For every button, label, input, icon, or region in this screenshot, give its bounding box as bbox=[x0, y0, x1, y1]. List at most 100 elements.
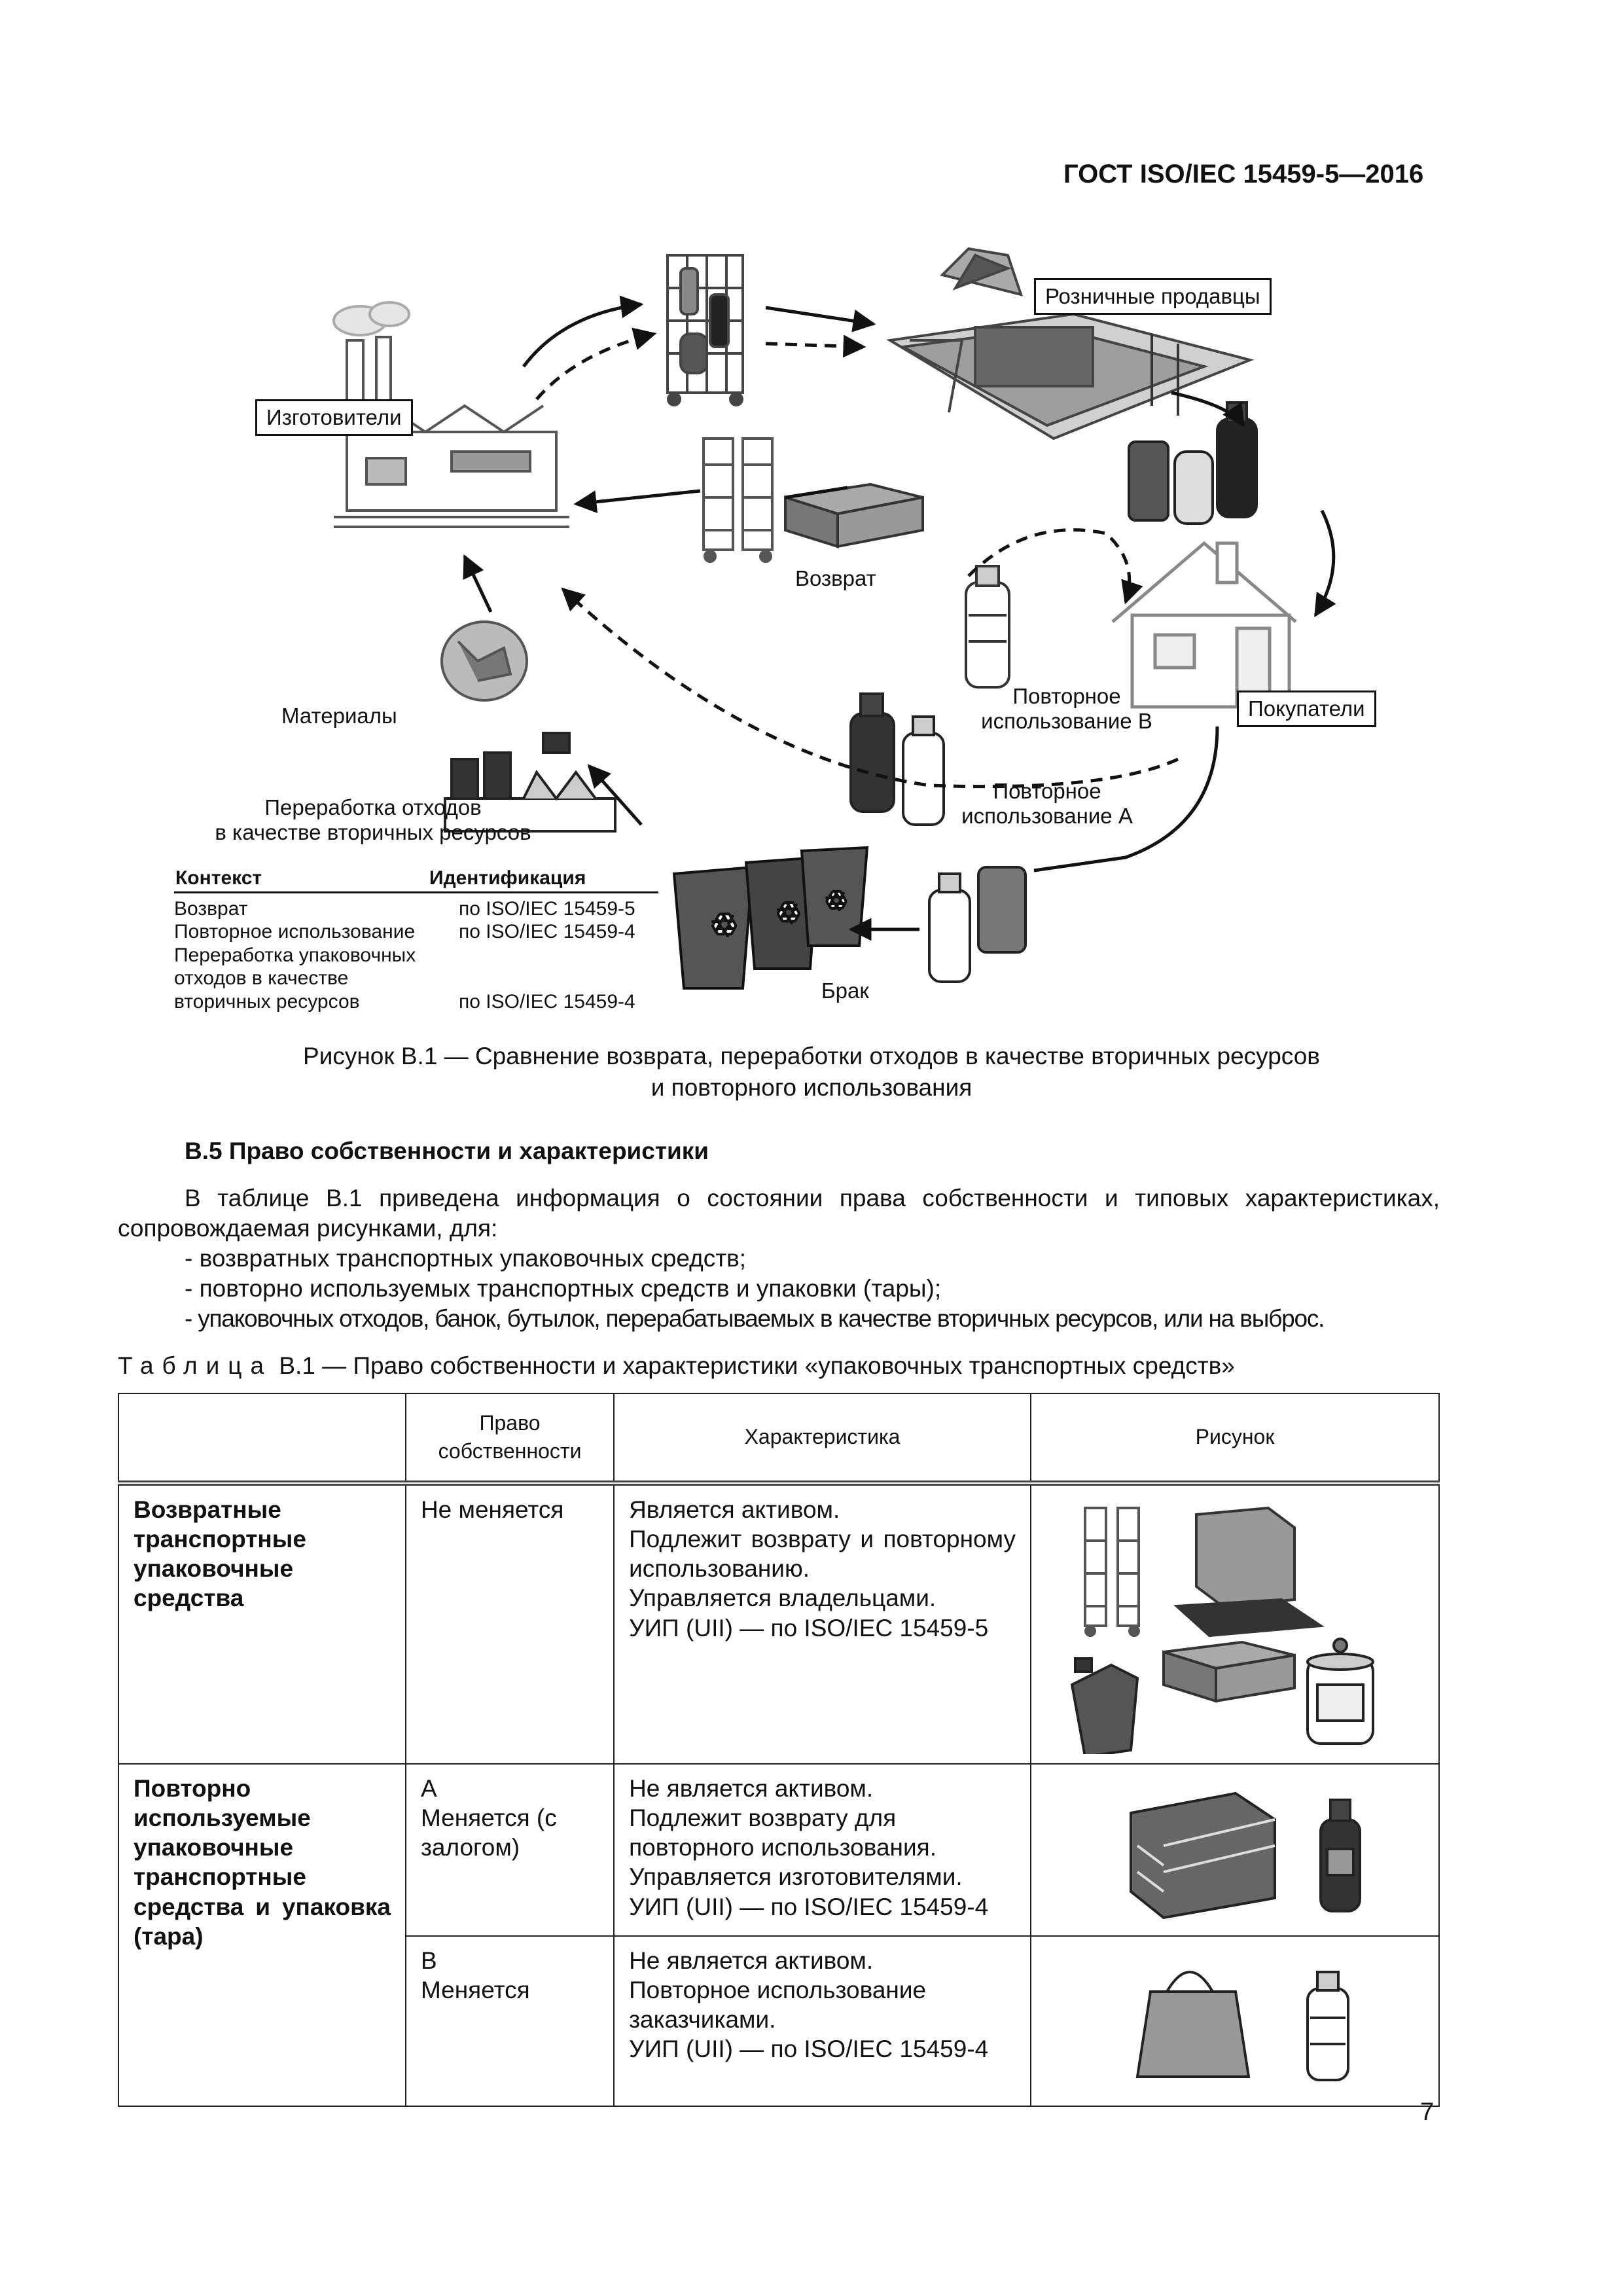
legend-row: Повторное использование по ISO/IEC 15459… bbox=[174, 920, 658, 943]
store-icon bbox=[886, 247, 1255, 440]
recycling-plant-icon bbox=[444, 732, 616, 833]
list-item: - возвратных транспортных упаковочных ср… bbox=[185, 1244, 747, 1272]
table-row: Возвратные транспортные упаковочные сред… bbox=[118, 1482, 1440, 1765]
jerrycan-icon bbox=[1070, 1657, 1139, 1754]
section-body: В таблице В.1 приведена информация о сос… bbox=[118, 1183, 1440, 1333]
header-characteristic: Характеристика bbox=[613, 1393, 1031, 1484]
list-item: - упаковочных отходов, банок, бутылок, п… bbox=[185, 1304, 1325, 1332]
customers-label: Покупатели bbox=[1237, 691, 1376, 727]
table-row: Повторно используемые упаковочные трансп… bbox=[118, 1763, 1440, 2107]
table-caption-text: В.1 — Право собственности и характеристи… bbox=[279, 1352, 1235, 1379]
reuse-b-label: Повторное использование B bbox=[969, 684, 1165, 734]
retailers-label: Розничные продавцы bbox=[1034, 278, 1272, 315]
characteristic-line: УИП (UII) — по ISO/IEC 15459-4 bbox=[629, 1893, 989, 1920]
drum-icon bbox=[1306, 1638, 1374, 1745]
header-picture: Рисунок bbox=[1029, 1393, 1440, 1484]
characteristic-line: УИП (UII) — по ISO/IEC 15459-5 bbox=[629, 1614, 989, 1641]
list-item: - повторно используемых транспортных сре… bbox=[185, 1274, 942, 1302]
recycling-label-line1: Переработка отходов bbox=[264, 795, 482, 819]
table-caption: Таблица В.1 — Право собственности и хара… bbox=[118, 1352, 1235, 1380]
figure-caption-line2: и повторного использования bbox=[651, 1074, 972, 1102]
header-ownership: Право собственности bbox=[404, 1393, 615, 1484]
scrap-items-icon bbox=[928, 866, 1027, 983]
svg-text:♻: ♻ bbox=[776, 897, 801, 930]
table-header-row: Право собственности Характеристика Рисун… bbox=[118, 1393, 1440, 1484]
reuse-a-label-line2: использование A bbox=[961, 803, 1133, 828]
document-code-header: ГОСТ ISO/IEC 15459-5—2016 bbox=[1063, 160, 1424, 188]
reuse-a-label: Повторное использование A bbox=[942, 779, 1152, 829]
section-heading: В.5 Право собственности и характеристики bbox=[185, 1138, 709, 1164]
bullet-list: - возвратных транспортных упаковочных ср… bbox=[118, 1244, 1440, 1334]
customer-reuse-image bbox=[1135, 1971, 1349, 2081]
figure-caption: Рисунок В.1 — Сравнение возврата, перера… bbox=[0, 1041, 1623, 1103]
bottle-icon bbox=[1319, 1799, 1361, 1912]
scrap-label: Брак bbox=[821, 978, 869, 1003]
legend-header: Контекст Идентификация bbox=[174, 865, 658, 893]
row-ownership: А Меняется (с залогом) bbox=[404, 1763, 615, 1937]
roll-cage-with-products-icon bbox=[666, 254, 744, 406]
legend-identification: по ISO/IEC 15459-4 bbox=[459, 921, 635, 943]
ownership-value: Меняется (с залогом) bbox=[420, 1804, 557, 1861]
characteristic-line: Является активом. bbox=[629, 1496, 840, 1523]
retail-products-icon bbox=[1128, 401, 1258, 525]
row-picture bbox=[1029, 1935, 1440, 2107]
page-number: 7 bbox=[1420, 2098, 1435, 2126]
row-picture bbox=[1029, 1763, 1440, 1937]
characteristic-line: Подлежит возврату для повторного использ… bbox=[629, 1804, 936, 1861]
characteristic-line: Подлежит возврату и повторному использов… bbox=[629, 1526, 1016, 1583]
bottle-crate-icon bbox=[1129, 1791, 1276, 1920]
characteristic-line: УИП (UII) — по ISO/IEC 15459-4 bbox=[629, 2036, 989, 2063]
characteristic-line: Не является активом. bbox=[629, 1947, 874, 1974]
ownership-table: Право собственности Характеристика Рисун… bbox=[118, 1393, 1440, 2107]
reuse-b-label-line2: использование B bbox=[981, 708, 1152, 733]
section-intro: В таблице В.1 приведена информация о сос… bbox=[118, 1185, 1440, 1242]
legend-context: Переработка упаковочных отходов в качест… bbox=[174, 944, 416, 1013]
shopping-bag-icon bbox=[1135, 1971, 1251, 2078]
table-row: В Меняется Не является активом. Повторно… bbox=[118, 1935, 1440, 2107]
reusable-packaging-image bbox=[1129, 1791, 1361, 1920]
row-ownership: Не меняется bbox=[404, 1482, 615, 1765]
row-characteristic: Не является активом. Подлежит возврату д… bbox=[613, 1763, 1031, 1937]
legend-col-identification: Идентификация bbox=[429, 867, 586, 889]
crate-icon bbox=[1162, 1640, 1296, 1703]
header-empty bbox=[118, 1393, 406, 1484]
ownership-code: В bbox=[420, 1947, 437, 1974]
lifecycle-diagram: ♻ ♻ ♻ bbox=[332, 247, 1336, 990]
row-characteristic: Не является активом. Повторное использов… bbox=[613, 1935, 1031, 2107]
reuse-a-label-line1: Повторное bbox=[993, 779, 1101, 803]
legend-identification: по ISO/IEC 15459-5 bbox=[459, 898, 635, 920]
reuse-a-bottles-icon bbox=[849, 692, 945, 826]
svg-text:♻: ♻ bbox=[710, 907, 738, 944]
reuse-b-bottle-icon bbox=[965, 565, 1010, 689]
returned-roll-cage-icon bbox=[702, 437, 774, 563]
materials-icon bbox=[440, 620, 528, 702]
ownership-value: Меняется bbox=[420, 1977, 530, 2004]
table-caption-label: Таблица bbox=[118, 1352, 273, 1379]
pallet-box-icon bbox=[1173, 1506, 1325, 1638]
roll-cage-icon bbox=[1083, 1507, 1140, 1637]
legend-col-context: Контекст bbox=[175, 867, 262, 889]
legend-row: Переработка упаковочных отходов в качест… bbox=[174, 944, 658, 1013]
row-category: Возвратные транспортные упаковочные сред… bbox=[118, 1482, 406, 1765]
house-icon bbox=[1111, 541, 1297, 709]
figure-b1: ♻ ♻ ♻ Изготовител bbox=[157, 236, 1440, 1034]
manufacturers-label: Изготовители bbox=[255, 399, 413, 436]
reuse-b-label-line1: Повторное bbox=[1012, 684, 1121, 708]
legend-context: Возврат bbox=[174, 898, 248, 920]
recycling-label-line2: в качестве вторичных ресурсов bbox=[215, 819, 531, 844]
return-label: Возврат bbox=[795, 566, 876, 590]
legend-row: Возврат по ISO/IEC 15459-5 bbox=[174, 897, 658, 920]
characteristic-line: Не является активом. bbox=[629, 1775, 874, 1802]
materials-label: Материалы bbox=[281, 704, 397, 728]
characteristic-line: Управляется владельцами. bbox=[629, 1585, 936, 1612]
characteristic-line: Повторное использование заказчиками. bbox=[629, 1977, 927, 2034]
legend-identification: по ISO/IEC 15459-4 bbox=[459, 990, 635, 1013]
row-picture bbox=[1029, 1482, 1440, 1765]
recycle-bins-icon: ♻ ♻ ♻ bbox=[672, 846, 869, 990]
returned-crate-icon bbox=[784, 482, 924, 548]
row-characteristic: Является активом. Подлежит возврату и по… bbox=[613, 1482, 1031, 1765]
svg-text:♻: ♻ bbox=[825, 886, 848, 916]
figure-legend-table: Контекст Идентификация Возврат по ISO/IE… bbox=[174, 865, 658, 1013]
figure-caption-line1: Рисунок В.1 — Сравнение возврата, перера… bbox=[303, 1043, 1320, 1069]
characteristic-line: Управляется изготовителями. bbox=[629, 1863, 963, 1891]
